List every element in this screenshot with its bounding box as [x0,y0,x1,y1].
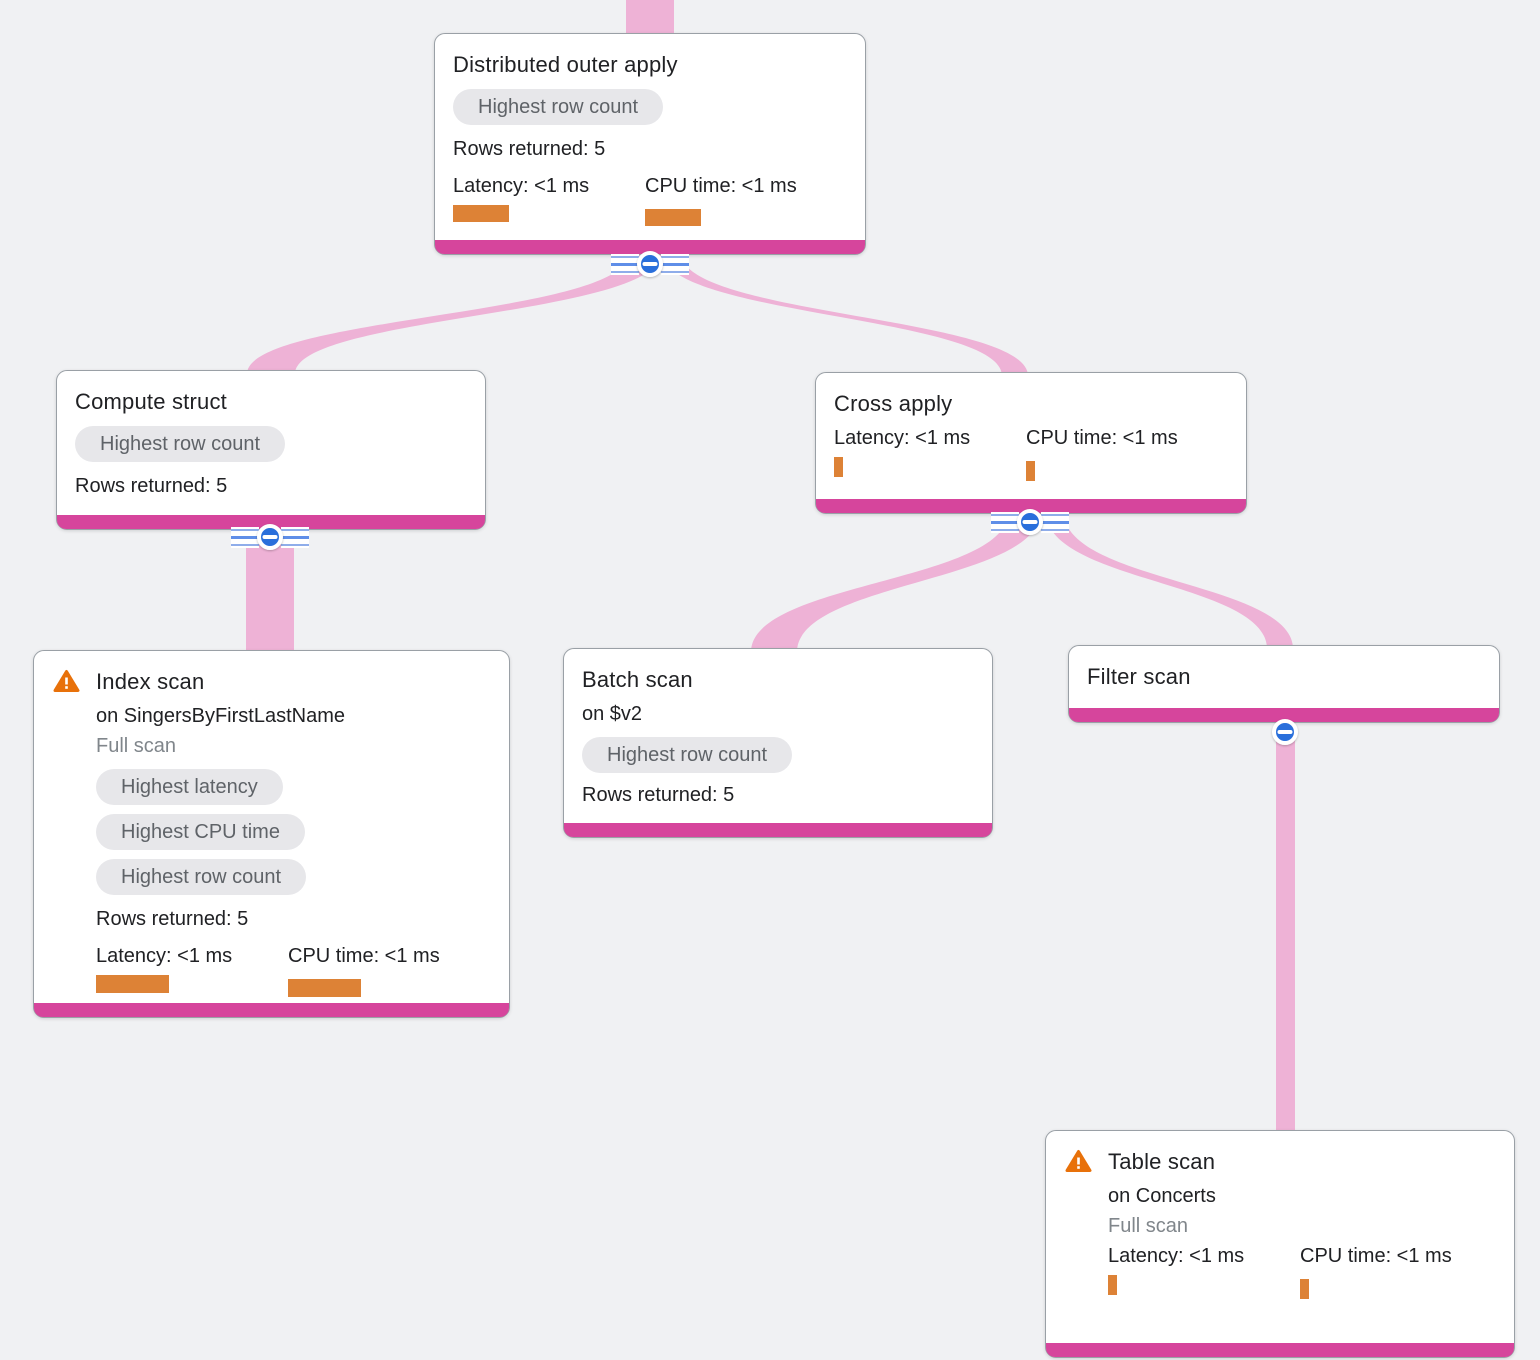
node-accent-bar [57,515,485,529]
collapse-stripe-left [611,253,639,275]
cpu-time-bar [645,209,701,226]
latency-bar [1108,1275,1117,1295]
plan-node-compute-struct[interactable]: Compute struct Highest row count Rows re… [56,370,486,530]
node-title: Batch scan [582,667,693,692]
edge-root-to-distributed-outer-apply [626,0,674,38]
badge-highest-row-count: Highest row count [75,426,286,462]
node-target: on $v2 [582,703,643,725]
collapse-stripe-right [661,253,689,275]
cpu-time-label: CPU time: <1 ms [645,175,797,197]
node-title: Compute struct [75,389,227,414]
latency-label: Latency: <1 ms [834,427,971,449]
badge-highest-latency: Highest latency [96,769,283,805]
badge-highest-row-count: Highest row count [582,737,793,773]
badge-highest-row-count: Highest row count [96,859,307,895]
cpu-time-bar [1026,461,1035,481]
plan-node-distributed-outer-apply[interactable]: Distributed outer apply Highest row coun… [434,33,866,255]
latency-bar [834,457,843,477]
node-accent-bar [1046,1343,1514,1357]
latency-label: Latency: <1 ms [453,175,590,197]
edge-distributed-outer-apply-to-compute-struct [247,253,661,374]
edge-filter-scan-to-table-scan [1276,721,1295,1133]
plan-node-index-scan[interactable]: Index scan on SingersByFirstLastName Ful… [33,650,510,1018]
collapse-stripe-right [1041,511,1069,533]
collapse-minus-icon [1272,719,1298,745]
cpu-time-label: CPU time: <1 ms [1300,1245,1452,1267]
collapse-button-compute-struct[interactable] [231,524,309,550]
node-accent-bar [34,1003,509,1017]
collapse-minus-icon [1017,509,1043,535]
rows-returned-label: Rows returned: 5 [453,138,606,160]
edge-distributed-outer-apply-to-cross-apply [663,253,1028,376]
scan-type-label: Full scan [1108,1215,1189,1237]
cpu-time-bar [288,979,361,997]
warning-icon [1065,1150,1092,1172]
badge-highest-row-count: Highest row count [453,89,664,125]
warning-icon [53,670,80,692]
cpu-time-label: CPU time: <1 ms [288,945,440,967]
rows-returned-label: Rows returned: 5 [75,475,228,497]
plan-node-cross-apply[interactable]: Cross apply Latency: <1 ms CPU time: <1 … [815,372,1247,514]
latency-label: Latency: <1 ms [1108,1245,1245,1267]
badge-highest-cpu-time: Highest CPU time [96,814,305,850]
collapse-stripe-left [231,526,259,548]
node-accent-bar [564,823,992,837]
node-target: on Concerts [1108,1185,1216,1207]
node-title: Cross apply [834,391,953,416]
scan-type-label: Full scan [96,735,177,757]
latency-bar [96,975,169,993]
node-target: on SingersByFirstLastName [96,705,345,727]
node-title: Table scan [1108,1149,1216,1174]
node-accent-bar [435,240,865,254]
latency-label: Latency: <1 ms [96,945,233,967]
cpu-time-bar [1300,1279,1309,1299]
collapse-button-distributed-outer-apply[interactable] [611,251,689,277]
plan-node-batch-scan[interactable]: Batch scan on $v2 Highest row count Rows… [563,648,993,838]
rows-returned-label: Rows returned: 5 [96,908,249,930]
latency-bar [453,205,509,222]
edge-cross-apply-to-filter-scan [1046,512,1293,649]
rows-returned-label: Rows returned: 5 [582,784,735,806]
node-accent-bar [1069,708,1499,722]
cpu-time-label: CPU time: <1 ms [1026,427,1178,449]
node-title: Filter scan [1087,664,1191,689]
edge-cross-apply-to-batch-scan [751,512,1040,652]
node-title: Distributed outer apply [453,52,678,77]
plan-node-filter-scan[interactable]: Filter scan [1068,645,1500,723]
plan-node-table-scan[interactable]: Table scan on Concerts Full scan Latency… [1045,1130,1515,1358]
collapse-minus-icon [257,524,283,550]
collapse-button-filter-scan[interactable] [1272,719,1298,745]
node-accent-bar [816,499,1246,513]
node-title: Index scan [96,669,205,694]
collapse-stripe-right [281,526,309,548]
collapse-minus-icon [637,251,663,277]
collapse-button-cross-apply[interactable] [991,509,1069,535]
collapse-stripe-left [991,511,1019,533]
